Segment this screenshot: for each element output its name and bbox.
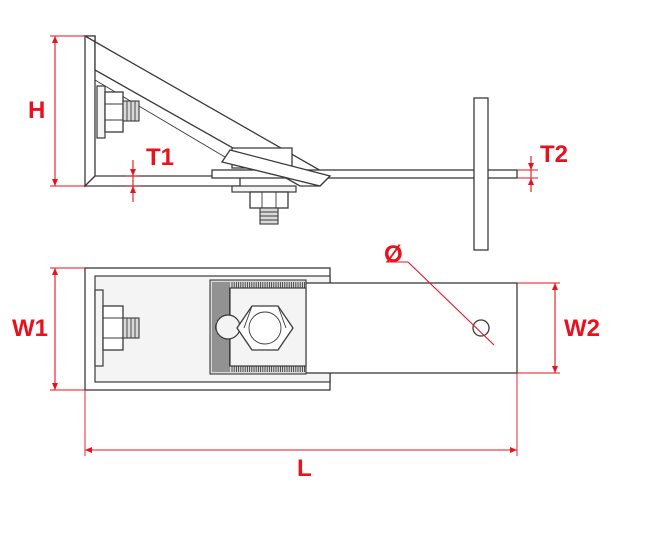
dimension-arrowhead — [85, 447, 92, 453]
top-view-back-plate — [94, 289, 104, 367]
t-head-plate — [473, 97, 489, 251]
dimension-arrowheads — [52, 36, 558, 453]
label-hole-diameter: Ø — [384, 241, 403, 268]
label-height: H — [28, 97, 45, 124]
label-thickness-2: T2 — [540, 141, 568, 168]
clamp-round-boss — [215, 314, 241, 340]
bottom-washer — [231, 185, 297, 193]
strap-hole — [472, 319, 490, 337]
dimension-arrowhead — [52, 36, 58, 43]
bottom-nut — [249, 191, 289, 209]
diameter-leader — [407, 261, 495, 346]
label-length: L — [297, 455, 312, 482]
dimension-arrowhead — [52, 179, 58, 186]
dimension-arrowhead — [552, 366, 558, 373]
dimension-arrowhead — [528, 163, 534, 170]
sliding-strap — [211, 169, 518, 179]
label-width-2: W2 — [564, 315, 600, 342]
dimension-arrowhead — [510, 447, 517, 453]
label-width-1: W1 — [12, 315, 48, 342]
dimension-arrowhead — [130, 169, 136, 176]
side-view — [82, 35, 518, 251]
top-view — [84, 267, 518, 391]
dimensions — [50, 35, 560, 456]
dimension-arrowhead — [52, 268, 58, 275]
dimension-arrowhead — [552, 283, 558, 290]
dimension-arrowhead — [52, 383, 58, 390]
top-view-bolt-nut — [102, 305, 124, 351]
dimension-arrowhead — [130, 186, 136, 193]
gusset-end — [220, 149, 332, 187]
dimension-arrowhead — [528, 178, 534, 185]
angle-vertical-leg — [84, 35, 96, 188]
side-bolt-nut — [104, 91, 124, 133]
side-bolt-washer — [96, 85, 106, 139]
label-thickness-1: T1 — [146, 144, 174, 171]
